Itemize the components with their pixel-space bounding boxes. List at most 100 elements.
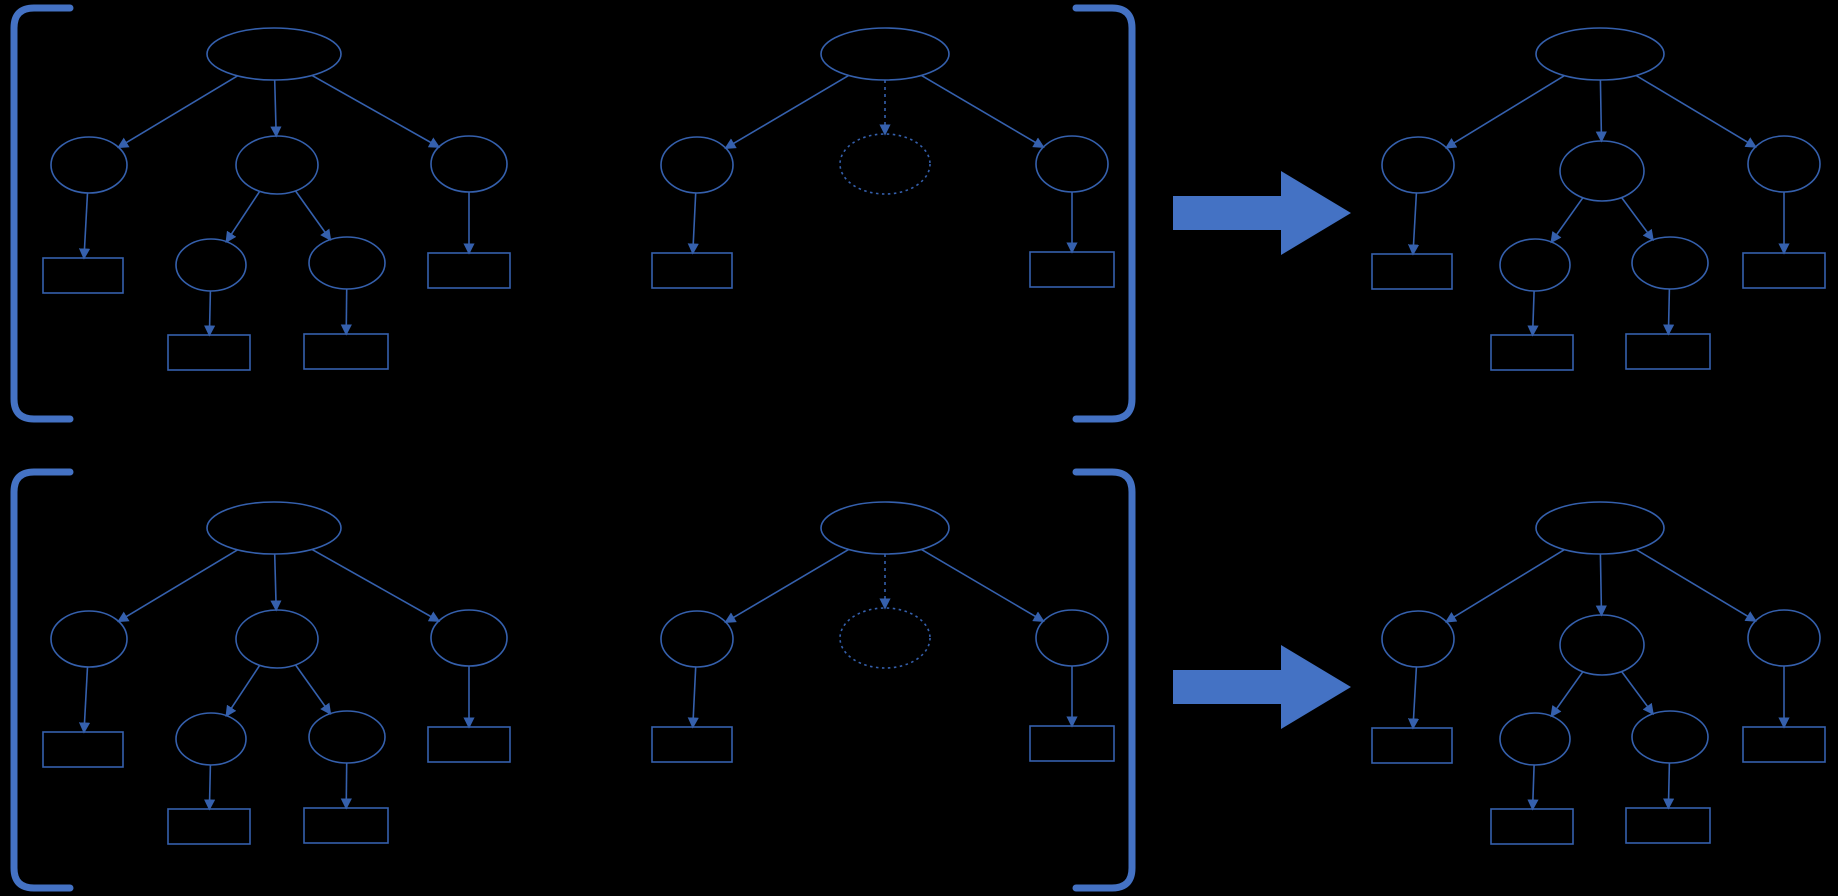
row1-result-tree-leaf-left-node (1371, 253, 1453, 290)
row1-merge-arrow-icon (1173, 171, 1351, 255)
row2-full-tree-leaf-left-node (42, 731, 124, 768)
row2-full-tree-edge-root-to-child-left (117, 549, 239, 623)
row1-full-tree-child-mid-node (235, 135, 319, 195)
row1-open-bracket (10, 4, 74, 423)
row1-full-tree-child-left-node (50, 136, 128, 194)
row2-full-tree-edge-child-mid-to-mid-sub-right (294, 664, 332, 715)
row1-partial-tree-root-node (820, 27, 950, 81)
row2-full-tree-edge-mid-sub-right-to-leaf-mid-right (340, 762, 352, 810)
row1-full-tree-root-node (206, 27, 342, 81)
row1-result-tree-child-right-node (1747, 135, 1821, 193)
row2-result-tree-child-right-node (1747, 609, 1821, 667)
row2-result-tree (1371, 501, 1826, 845)
row1-full-tree-leaf-left-node (42, 257, 124, 294)
row2-full-tree-edge-root-to-child-mid (270, 553, 282, 612)
row2-result-tree-edge-mid-sub-right-to-leaf-mid-right (1663, 762, 1675, 810)
row2-result-tree-leaf-left-node (1371, 727, 1453, 764)
row1-partial-tree-child-right-node (1035, 135, 1109, 193)
row2-result-tree-edge-child-mid-to-mid-sub-right (1620, 671, 1654, 716)
row2-full-tree-mid-sub-left-node (175, 712, 247, 766)
row1-result-tree-root-node (1535, 27, 1665, 81)
row1-result-tree-edge-root-to-child-mid (1595, 79, 1607, 143)
row1-result-tree-edge-root-to-child-right (1635, 74, 1757, 148)
row2-full-tree (42, 501, 511, 845)
row1-result-tree-leaf-mid-left-node (1490, 334, 1574, 371)
row1-full-tree-edge-child-mid-to-mid-sub-left (225, 190, 261, 244)
row2-full-tree-child-mid-node (235, 609, 319, 669)
row2-partial-tree-child-right-node (1035, 609, 1109, 667)
row2-full-tree-leaf-mid-left-node (167, 808, 251, 845)
row2-partial-tree-leaf-right-node (1029, 725, 1115, 762)
row1-full-tree (42, 27, 511, 371)
row2-full-tree-leaf-right-node (427, 726, 511, 763)
row1-full-tree-child-right-node (430, 135, 508, 193)
row2-result-tree-leaf-right-node (1742, 726, 1826, 763)
row1-full-tree-mid-sub-left-node (175, 238, 247, 292)
row1-full-tree-leaf-mid-left-node (167, 334, 251, 371)
row1-partial-tree-child-left-node (660, 136, 734, 194)
row1-full-tree-edge-root-to-child-left (117, 75, 239, 149)
row2-result-tree-edge-child-mid-to-mid-sub-left (1550, 671, 1584, 718)
row2-result-tree-edge-root-to-child-right (1635, 548, 1757, 622)
row2-full-tree-root-node (206, 501, 342, 555)
row2-result-tree-edge-child-left-to-leaf-left (1407, 666, 1420, 730)
row2-result-tree-leaf-mid-right-node (1625, 807, 1711, 844)
row1-result-tree-child-left-node (1381, 136, 1455, 194)
row2-full-tree-mid-sub-right-node (308, 710, 386, 764)
row1-result-tree (1371, 27, 1826, 371)
row1-result-tree-leaf-mid-right-node (1625, 333, 1711, 370)
row1-result-tree-edge-child-left-to-leaf-left (1407, 192, 1420, 256)
row1-result-tree-edge-child-mid-to-mid-sub-right (1620, 197, 1654, 242)
row1-full-tree-edge-mid-sub-right-to-leaf-mid-right (340, 288, 352, 336)
row2-result-tree-mid-sub-left-node (1499, 712, 1571, 766)
row1-close-bracket (1072, 4, 1136, 423)
row1-partial-tree-leaf-right-node (1029, 251, 1115, 288)
row1-result-tree-edge-mid-sub-left-to-leaf-mid-left (1527, 290, 1539, 337)
row1-partial-tree-child-mid-missing-node (839, 133, 931, 195)
row1-partial-tree-edge-child-left-to-leaf-left (687, 192, 699, 255)
row2-result-tree-mid-sub-right-node (1631, 710, 1709, 764)
row2-result-tree-edge-mid-sub-left-to-leaf-mid-left (1527, 764, 1539, 811)
row1-full-tree-edge-root-to-child-mid (270, 79, 282, 138)
row1-full-tree-leaf-right-node (427, 252, 511, 289)
row2-partial-tree-edge-root-to-child-right (920, 548, 1045, 622)
row2-full-tree-edge-child-mid-to-mid-sub-left (225, 664, 261, 718)
row1-result-tree-edge-child-mid-to-mid-sub-left (1550, 197, 1584, 244)
row1-partial-tree (651, 27, 1115, 289)
row2-merge-arrow-icon (1173, 645, 1351, 729)
row2-partial-tree-root-node (820, 501, 950, 555)
row1-full-tree-edge-root-to-child-right (311, 74, 441, 148)
row2-result-tree-child-mid-node (1559, 614, 1645, 676)
row2-result-tree-root-node (1535, 501, 1665, 555)
row1-full-tree-edge-child-left-to-leaf-left (78, 192, 91, 260)
row2-full-tree-child-left-node (50, 610, 128, 668)
row2-partial-tree (651, 501, 1115, 763)
row2-result-tree-leaf-mid-left-node (1490, 808, 1574, 845)
row2-result-tree-edge-root-to-child-left (1444, 548, 1565, 623)
row2-close-bracket (1072, 468, 1136, 892)
row2-partial-tree-edge-child-left-to-leaf-left (687, 666, 699, 729)
row2-full-tree-child-right-node (430, 609, 508, 667)
row1-result-tree-mid-sub-right-node (1631, 236, 1709, 290)
row1-partial-tree-leaf-left-node (651, 252, 733, 289)
row2-full-tree-edge-child-left-to-leaf-left (78, 666, 91, 734)
row2-full-tree-edge-mid-sub-left-to-leaf-mid-left (204, 764, 216, 811)
row2-partial-tree-edge-root-to-child-left (724, 548, 850, 623)
row1-partial-tree-edge-root-to-child-right (920, 74, 1045, 148)
row1-full-tree-leaf-mid-right-node (303, 333, 389, 370)
row1-result-tree-child-mid-node (1559, 140, 1645, 202)
row1-full-tree-mid-sub-right-node (308, 236, 386, 290)
row2-full-tree-edge-root-to-child-right (311, 548, 441, 622)
row1-full-tree-edge-child-mid-to-mid-sub-right (294, 190, 332, 241)
row2-result-tree-child-left-node (1381, 610, 1455, 668)
row2-open-bracket (10, 468, 74, 892)
row1-partial-tree-edge-root-to-child-left (724, 74, 850, 149)
row2-full-tree-leaf-mid-right-node (303, 807, 389, 844)
row1-result-tree-leaf-right-node (1742, 252, 1826, 289)
row2-result-tree-edge-root-to-child-mid (1595, 553, 1607, 617)
row1-result-tree-edge-mid-sub-right-to-leaf-mid-right (1663, 288, 1675, 336)
row2-partial-tree-leaf-left-node (651, 726, 733, 763)
row1-result-tree-mid-sub-left-node (1499, 238, 1571, 292)
